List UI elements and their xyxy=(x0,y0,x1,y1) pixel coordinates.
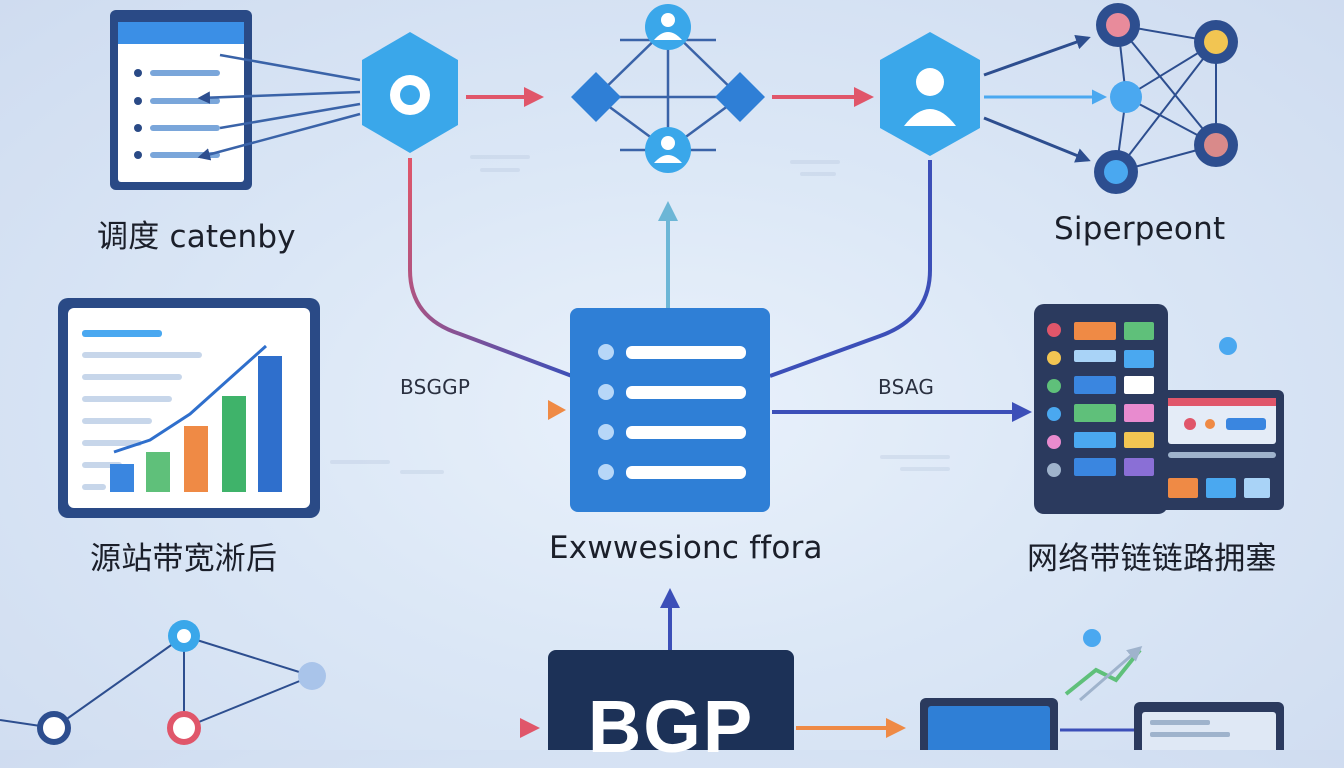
bottom-left-graph xyxy=(0,620,326,745)
network-devices-icon xyxy=(1034,304,1284,514)
mesh-diamond-left xyxy=(571,72,621,122)
user-hex-node xyxy=(880,32,980,156)
central-server-icon xyxy=(570,308,770,512)
edge-label-right: BSAG xyxy=(878,375,935,399)
label-top-left: 调度 catenby xyxy=(97,219,296,255)
curve-right-to-server xyxy=(769,160,932,378)
bgp-box xyxy=(548,650,794,750)
user-to-peers-links xyxy=(983,34,1107,163)
bgp-network-diagram xyxy=(0,3,1284,750)
curve-left-to-server xyxy=(408,158,573,378)
peer-node-3 xyxy=(1110,81,1142,113)
mesh-user-bottom-icon xyxy=(645,127,691,173)
label-center: Exwwesionc ffora xyxy=(549,530,823,566)
target-hex-node xyxy=(362,32,458,153)
bgp-label: BGP xyxy=(587,685,755,768)
label-top-right: Siperpeont xyxy=(1054,211,1226,247)
background-decorations xyxy=(330,155,950,474)
mesh-diamond-right xyxy=(715,72,765,122)
bandwidth-chart-card xyxy=(58,298,320,518)
bottom-right-devices xyxy=(920,629,1284,750)
schedule-document-icon xyxy=(110,10,252,190)
label-mid-left: 源站带宽淅后 xyxy=(90,541,278,577)
user-mesh-network xyxy=(571,4,765,173)
edge-label-left: BSGGP xyxy=(400,375,471,399)
document-links xyxy=(197,53,361,161)
peer-network xyxy=(1094,3,1238,194)
mesh-user-top-icon xyxy=(645,4,691,50)
label-mid-right: 网络带链链路拥塞 xyxy=(1027,541,1277,577)
